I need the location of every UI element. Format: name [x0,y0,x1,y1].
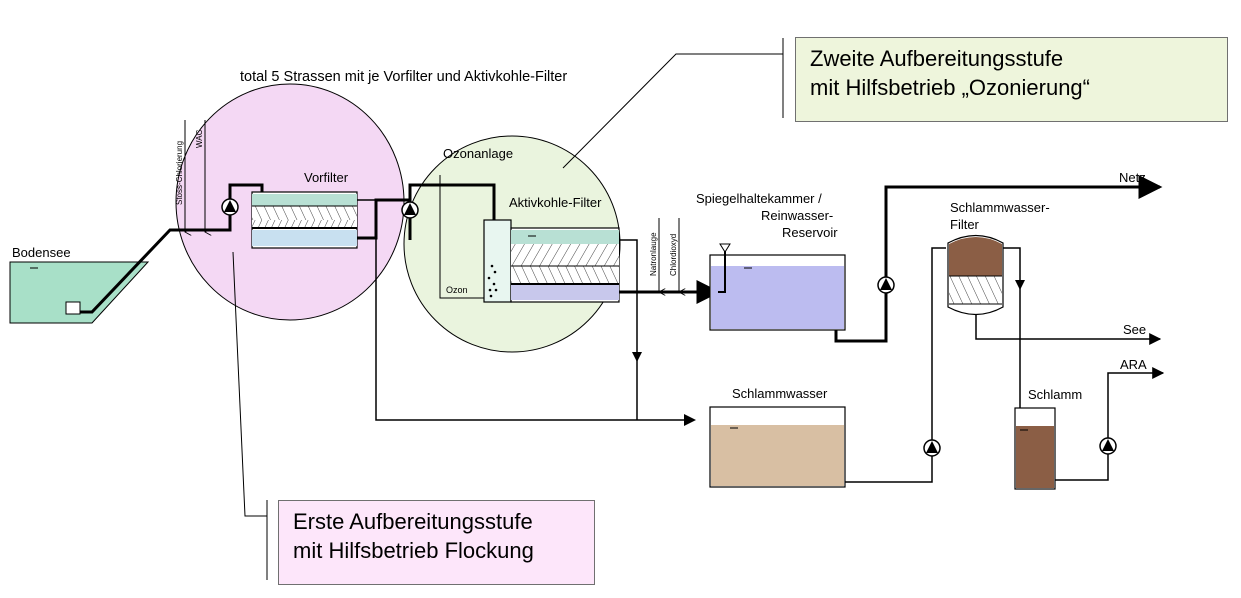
label-spiegel-line3: Reservoir [782,225,838,240]
pipe-schlammwasser-to-filter [845,247,946,483]
pump-3-icon [877,276,895,294]
label-netz: Netz [1119,170,1146,185]
reservoir-inlet-valve [719,243,731,253]
label-ozon: Ozon [446,285,468,295]
label-schlammwasser-filter-line2: Filter [950,217,980,232]
label-see: See [1123,322,1146,337]
label-spiegel-line1: Spiegelhaltekammer / [696,191,822,206]
pipe-vorfilter-overflow [357,199,692,421]
arrow-filter-to-schlamm [1015,280,1025,290]
pipe-intake [80,183,264,314]
lake-bodensee [9,261,150,324]
pump-2-icon [401,201,419,219]
arrow-into-schlammwasser [684,414,696,426]
label-stoss-chlorierung: Stoss-Chlorierung [175,141,184,205]
label-schlammwasser-filter-line1: Schlammwasser- [950,200,1050,215]
callout-second-stage: Zweite Aufbereitungsstufe mit Hilfsbetri… [795,37,1228,122]
aktivkohle-filter-tank [510,227,620,303]
diagram-title: total 5 Strassen mit je Vorfilter und Ak… [240,69,567,85]
pipe-aktivkohle-backwash [619,239,638,420]
ozone-contact-column [483,219,512,303]
label-ara: ARA [1120,357,1147,372]
vorfilter-tank [251,191,358,249]
pump-5-icon [1099,437,1117,455]
pipe-reservoir-to-netz [834,175,1163,343]
reservoir-inlet [718,250,726,293]
label-spiegel-line2: Reinwasser- [761,208,833,223]
label-natronlauge: Natronlauge [649,232,658,276]
callout-first-stage-line1: Erste Aufbereitungsstufe [293,509,533,534]
schlammwasser-tank [709,406,846,488]
label-vorfilter: Vorfilter [304,170,349,185]
leader-second-stage [562,53,783,169]
label-aktivkohle-filter: Aktivkohle-Filter [509,195,602,210]
label-ozonanlage: Ozonanlage [443,146,513,161]
pipe-filter-to-see [975,314,1162,345]
pump-1-icon [221,198,239,216]
pipe-schlamm-to-ara [1055,367,1165,481]
schlamm-tank [1014,407,1056,490]
label-wac: WAC [195,129,204,148]
reservoir-tank [709,254,846,331]
arrow-backwash-down [632,352,642,362]
callout-second-stage-line1: Zweite Aufbereitungsstufe [810,46,1064,71]
label-chlordioxyd: Chlordioxyd [669,234,678,276]
callout-second-stage-line2: mit Hilfsbetrieb „Ozonierung“ [810,75,1090,100]
schlammwasser-filter-vessel [947,234,1004,316]
label-schlamm: Schlamm [1028,387,1082,402]
callout-first-stage: Erste Aufbereitungsstufe mit Hilfsbetrie… [278,500,595,585]
pipe-ozon [439,175,490,299]
leader-first-stage [232,251,267,517]
label-schlammwasser: Schlammwasser [732,386,828,401]
callout-first-stage-line2: mit Hilfsbetrieb Flockung [293,538,534,563]
pipe-filter-to-schlamm [1003,247,1021,415]
pump-4-icon [923,439,941,457]
label-bodensee: Bodensee [12,245,71,260]
intake-box [65,301,81,315]
